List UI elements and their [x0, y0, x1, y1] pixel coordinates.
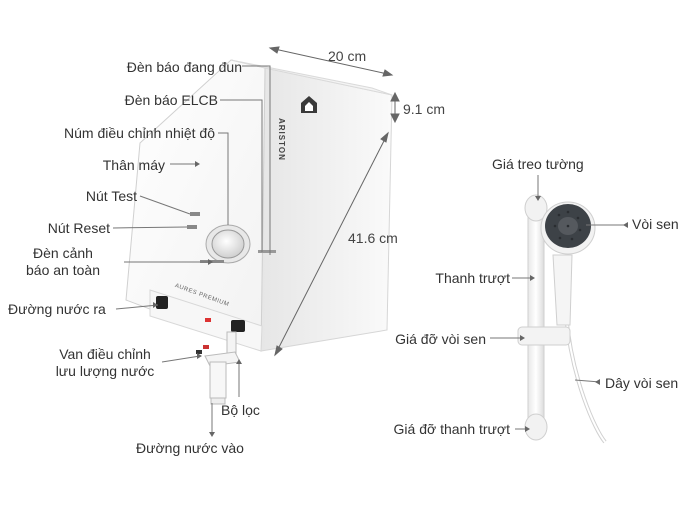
brand-text: ARISTON	[277, 118, 286, 161]
heater-leader-lines	[112, 65, 271, 432]
label-head-holder: Giá đỡ vòi sen	[395, 331, 486, 347]
slide-bar	[527, 204, 545, 431]
label-body: Thân máy	[102, 157, 165, 173]
elcb-indicator-light	[258, 250, 276, 253]
outlet-fitting	[156, 296, 168, 309]
label-flow-valve: Van điều chỉnh lưu lượng nước	[55, 346, 155, 379]
label-safety-light: Đèn cảnh báo an toàn	[26, 245, 100, 278]
water-heater	[125, 59, 393, 405]
filter	[209, 361, 227, 405]
inlet-fitting	[231, 320, 245, 332]
shower-hose	[564, 314, 607, 444]
test-button[interactable]	[190, 212, 200, 216]
label-water-outlet: Đường nước ra	[8, 301, 106, 317]
label-temp-knob: Núm điều chỉnh nhiệt độ	[64, 125, 215, 141]
head-holder[interactable]	[517, 326, 571, 346]
shower-handle	[552, 254, 573, 326]
ariston-logo-icon	[301, 96, 317, 113]
heater-top-face	[230, 59, 393, 96]
label-shower-head: Vòi sen	[632, 216, 679, 232]
dimension-depth: 9.1 cm	[403, 101, 446, 117]
label-test-button: Nút Test	[85, 188, 137, 204]
label-slide-bar: Thanh trượt	[435, 270, 510, 286]
label-reset-button: Nút Reset	[47, 220, 110, 236]
shower-head[interactable]	[540, 201, 596, 255]
label-wall-mount: Giá treo tường	[492, 156, 584, 172]
label-water-inlet: Đường nước vào	[136, 440, 244, 456]
label-elcb-indicator: Đèn báo ELCB	[124, 92, 218, 108]
arrow-markers	[153, 161, 628, 437]
heater-side-face	[260, 67, 393, 352]
label-hose: Dây vòi sen	[605, 375, 679, 391]
label-filter: Bộ lọc	[221, 402, 260, 418]
reset-button[interactable]	[187, 225, 197, 229]
label-heating-indicator: Đèn báo đang đun	[126, 59, 242, 75]
label-bar-holder: Giá đỡ thanh trượt	[393, 421, 510, 437]
dimension-width: 20 cm	[328, 48, 367, 64]
dimension-height: 41.6 cm	[348, 230, 398, 246]
bar-holder	[524, 413, 548, 441]
shower-leader-lines	[490, 175, 628, 430]
dimension-lines	[268, 46, 400, 357]
shower-kit	[517, 194, 607, 444]
wall-mount	[524, 194, 548, 222]
temp-knob[interactable]	[205, 224, 251, 264]
